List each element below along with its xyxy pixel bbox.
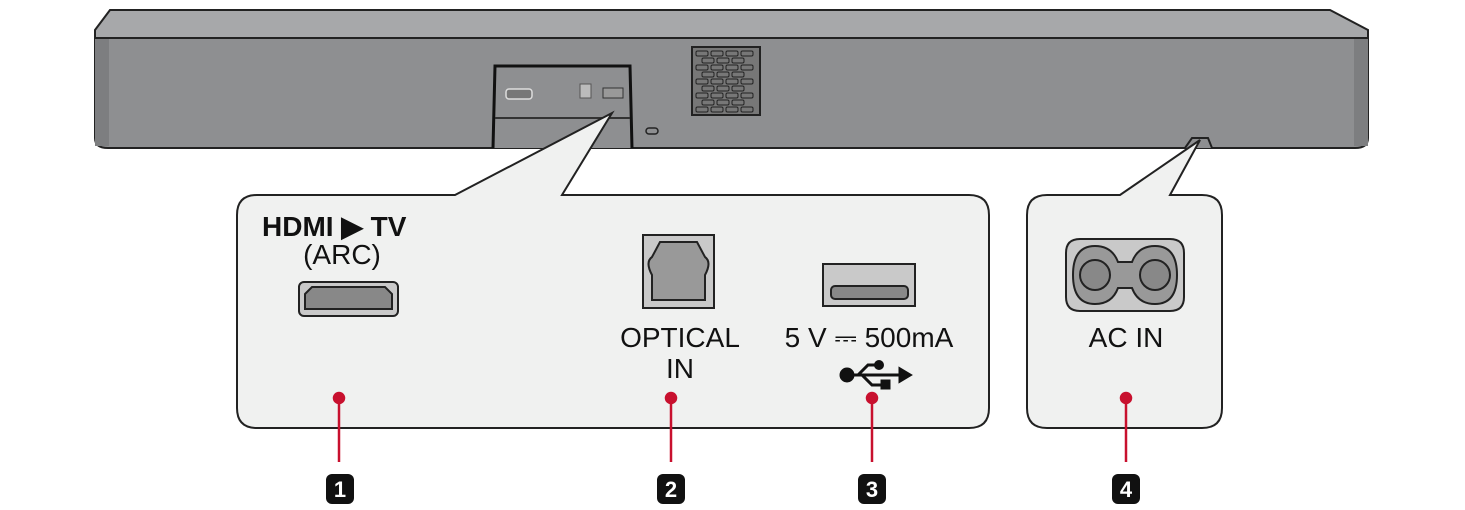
vent-slot [725, 50, 739, 57]
svg-text:2: 2 [665, 477, 677, 502]
callout-badge-1: 1 [326, 474, 354, 504]
vent-slot [710, 50, 724, 57]
hdmi-title: HDMI ▶ TV [262, 211, 407, 242]
vent-slot [710, 64, 724, 71]
usb-spec-label: 5 V ⎓ 500mA [785, 322, 954, 353]
usb-icon [839, 360, 913, 390]
vent-slot [701, 85, 715, 92]
vent-slot [725, 64, 739, 71]
svg-text:1: 1 [334, 477, 346, 502]
vent-slot [695, 92, 709, 99]
svg-text:4: 4 [1120, 477, 1133, 502]
optical-label-line1: OPTICAL [620, 322, 740, 353]
connector-panel-main: HDMI ▶ TV (ARC) OPTICAL IN 5 V ⎓ 500mA [236, 110, 990, 429]
vent-slot [701, 99, 715, 106]
callout-lines [332, 391, 1133, 462]
vent-slot [725, 106, 739, 113]
vent-slot [695, 78, 709, 85]
vent-slot [716, 57, 730, 64]
vent-slot [731, 85, 745, 92]
soundbar-body [94, 9, 1369, 149]
vent-slot [695, 64, 709, 71]
vent-slot [725, 78, 739, 85]
vent-slot [716, 71, 730, 78]
vent-slot [710, 78, 724, 85]
callout-badge-2: 2 [657, 474, 685, 504]
vent-slot [695, 106, 709, 113]
callout-badge-3: 3 [858, 474, 886, 504]
vent-slot [740, 78, 754, 85]
vent-slot [695, 50, 709, 57]
hdmi-port-icon [298, 281, 399, 317]
vent-slot [701, 71, 715, 78]
usb-port-icon [822, 263, 916, 307]
vent-slot [710, 106, 724, 113]
vent-slot [731, 71, 745, 78]
svg-text:3: 3 [866, 477, 878, 502]
vent-slot [710, 92, 724, 99]
ac-in-label: AC IN [1089, 322, 1164, 353]
vent-slot [740, 106, 754, 113]
vent-grille [691, 46, 761, 116]
vent-slot [731, 57, 745, 64]
vent-slot [701, 57, 715, 64]
vent-slot [740, 92, 754, 99]
usb-port-small [602, 87, 624, 99]
vent-slot [731, 99, 745, 106]
optical-port-small [579, 83, 592, 99]
vent-slot [725, 92, 739, 99]
vent-slot [716, 85, 730, 92]
connector-panel-power: AC IN [1026, 139, 1223, 429]
hdmi-port-small [505, 88, 533, 100]
optical-port-icon [642, 234, 715, 309]
vent-slot [740, 50, 754, 57]
vent-slot [716, 99, 730, 106]
ac-socket-icon [1065, 238, 1185, 312]
hdmi-subtitle: (ARC) [303, 239, 381, 270]
vent-slot [740, 64, 754, 71]
optical-label-line2: IN [666, 353, 694, 384]
callout-badge-4: 4 [1112, 474, 1140, 504]
